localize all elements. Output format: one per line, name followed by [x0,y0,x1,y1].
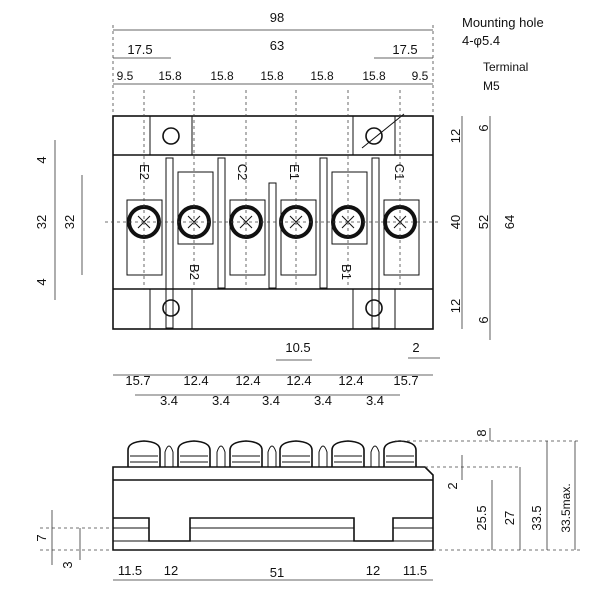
terminal-label-e1: E1 [287,164,302,180]
dim-left-inner: 32 [62,215,77,229]
note-terminal: Terminal [483,60,528,74]
dim-terminal-pitch: 15.8 [210,69,234,83]
dim-left-top-gap: 4 [34,156,49,163]
dim-left-bottom-gap: 4 [34,278,49,285]
note-mounting-hole-spec: 4-φ5.4 [462,33,500,48]
dim-edge-gap: 2 [412,340,419,355]
dim-tab-thickness: 3.4 [212,393,230,408]
dim-hole-offset-right: 17.5 [392,42,417,57]
dim-bottom: 51 [270,565,284,580]
dim-hole-y-top: 6 [476,124,491,131]
dim-tab-spacing: 12.4 [183,373,208,388]
terminal-pads [126,157,420,329]
dim-tab-width: 10.5 [285,340,310,355]
dim-body-height: 25.5 [474,505,489,530]
dim-hole-pitch: 63 [270,38,284,53]
dim-terminal-seat: 27 [502,511,517,525]
dim-overall-height: 64 [502,215,517,229]
terminal-label-b2: B2 [187,264,202,280]
dim-hole-offset-left: 17.5 [127,42,152,57]
dim-tab-thickness: 3.4 [366,393,384,408]
dim-tab-spacing: 15.7 [393,373,418,388]
dim-tab-thickness: 3.4 [262,393,280,408]
dim-tab-spacing: 12.4 [286,373,311,388]
note-mounting-hole: Mounting hole [462,15,544,30]
note-terminal-spec: M5 [483,79,500,93]
dim-terminal-pitch: 9.5 [117,69,134,83]
dim-terminal-pitch: 9.5 [412,69,429,83]
dim-bottom: 11.5 [403,563,427,578]
dim-tab-spacing: 12.4 [338,373,363,388]
dim-terminal-height: 8 [474,429,489,436]
dim-bottom-strip: 12 [448,299,463,313]
terminal-label-c1: C1 [392,164,407,181]
dim-terminal-pitch: 15.8 [362,69,386,83]
dim-tab-spacing: 15.7 [125,373,150,388]
dim-hole-y-bottom: 6 [476,316,491,323]
terminal-label-b1: B1 [339,264,354,280]
dim-base-thickness: 3 [60,561,75,568]
dim-bottom: 12 [366,563,380,578]
mounting-hole [365,299,383,317]
mounting-hole [162,299,180,317]
dim-inner-height: 52 [476,215,491,229]
mounting-hole [365,127,383,145]
top-view: 98 63 17.5 17.5 9.5 15.8 15.8 15.8 15.8 … [34,10,544,408]
terminal-label-c2: C2 [235,164,250,181]
dim-tab-thickness: 3.4 [314,393,332,408]
side-terminals [127,440,417,467]
dim-bottom: 12 [164,563,178,578]
dim-lip: 2 [445,482,460,489]
dim-left-outer: 32 [34,215,49,229]
dim-terminal-pitch: 15.8 [310,69,334,83]
dim-top-strip: 12 [448,129,463,143]
dim-tab-thickness: 3.4 [160,393,178,408]
dim-tab-spacing: 12.4 [235,373,260,388]
dim-terminal-pitch: 15.8 [260,69,284,83]
dim-terminal-top: 33.5 [529,505,544,530]
dim-bottom: 11.5 [118,563,142,578]
dim-max-height: 33.5max. [559,483,573,532]
side-view: 8 2 25.5 27 33.5 33.5max. 7 3 11.5 12 51… [34,428,580,581]
dim-terminal-pitch: 15.8 [158,69,182,83]
terminal-label-e2: E2 [137,164,152,180]
dim-foot-height: 7 [34,534,49,541]
package-outline [112,115,434,330]
dim-overall-width: 98 [270,10,284,25]
mounting-hole [162,127,180,145]
side-body [112,466,434,551]
dim-terminal-area: 40 [448,215,463,229]
